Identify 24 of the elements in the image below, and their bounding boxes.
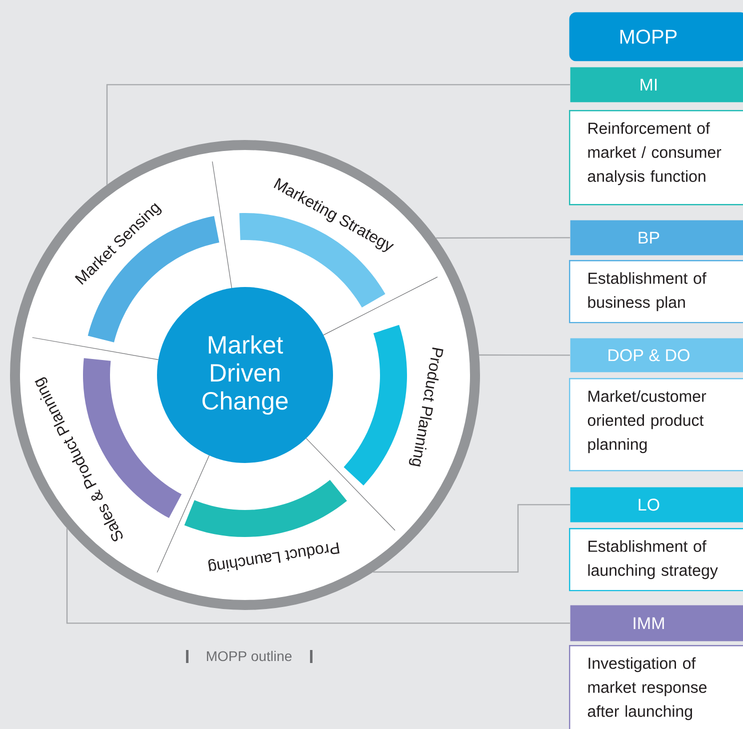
description-text: Reinforcement of market / consumer analysis function <box>588 122 722 186</box>
description-box <box>569 645 743 729</box>
description-text: Establishment of business plan <box>588 272 706 312</box>
description-text: Investigation of market response after launching <box>588 657 707 720</box>
title-band: DOP & DO <box>570 338 743 372</box>
title-band: BP <box>570 220 743 256</box>
description-text: Establishment of launching strategy <box>588 540 718 580</box>
title-band: MI <box>570 67 743 102</box>
arc-label: Product Planning <box>409 348 444 467</box>
description-box <box>569 110 743 206</box>
connector-line <box>66 528 570 624</box>
header-box: MOPP <box>569 12 743 62</box>
description-box <box>569 260 743 324</box>
connector-line <box>106 84 570 185</box>
connector-line <box>373 504 570 573</box>
connector-line <box>479 354 570 356</box>
title-band: LO <box>570 487 743 522</box>
description-text: Market/customer oriented product planning <box>588 390 706 454</box>
description-box <box>569 378 743 472</box>
arc-label: Product Launching <box>208 542 340 572</box>
caption-label: MOPP outline <box>206 650 292 662</box>
title-band: IMM <box>570 605 743 642</box>
connector-line <box>436 237 570 239</box>
description-box <box>569 528 743 592</box>
